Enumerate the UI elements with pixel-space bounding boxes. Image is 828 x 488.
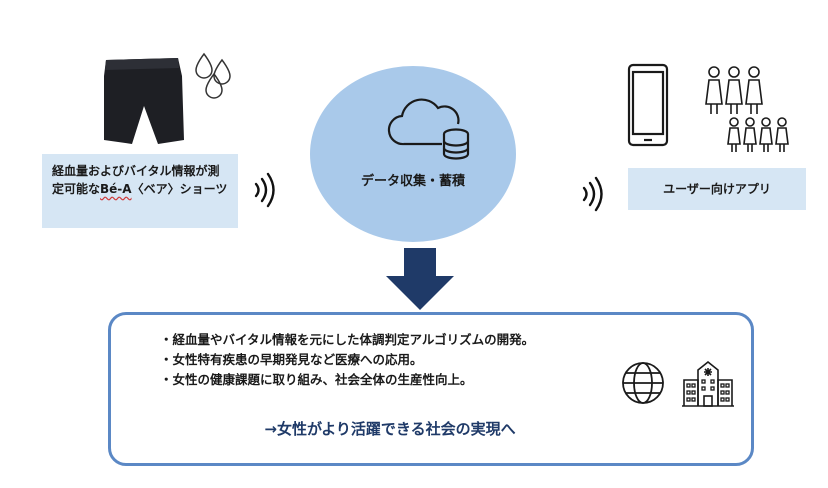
smartphone-icon: [627, 63, 669, 147]
blood-drops-icon: [195, 52, 231, 99]
product-name-kana: 〈ベア〉ショーツ: [131, 182, 228, 196]
outcomes-list: 経血量やバイタル情報を元にした体調判定アルゴリズムの開発。 女性特有疾患の早期発…: [160, 330, 535, 390]
user-app-box: ユーザー向けアプリ: [628, 168, 806, 210]
product-description-box: 経血量およびバイタル情報が測定可能なBé-A〈ベア〉ショーツ: [42, 154, 238, 228]
hospital-building-icon: [682, 360, 734, 407]
outcome-item: 経血量やバイタル情報を元にした体調判定アルゴリズムの開発。: [160, 330, 535, 350]
globe-icon: [622, 362, 664, 404]
shorts-icon: [104, 58, 184, 144]
users-group-icon: [705, 66, 789, 152]
down-arrow-icon: [386, 248, 454, 310]
user-app-label: ユーザー向けアプリ: [663, 182, 771, 196]
data-collection-label: データ収集・蓄積: [360, 174, 465, 189]
brand-name: Bé-A: [100, 182, 132, 196]
product-text: 経血量およびバイタル情報が測定可能な: [52, 164, 220, 196]
cloud-database-icon: [387, 98, 470, 160]
outcome-item: 女性の健康課題に取り組み、社会全体の生産性向上。: [160, 370, 534, 390]
wireless-signal-icon: [582, 176, 603, 212]
wireless-signal-icon: [254, 172, 275, 208]
data-collection-ellipse: [310, 66, 516, 242]
outcome-item: 女性特有疾患の早期発見など医療への応用。: [160, 350, 534, 370]
conclusion-text: →女性がより活躍できる社会の実現へ: [264, 420, 516, 438]
